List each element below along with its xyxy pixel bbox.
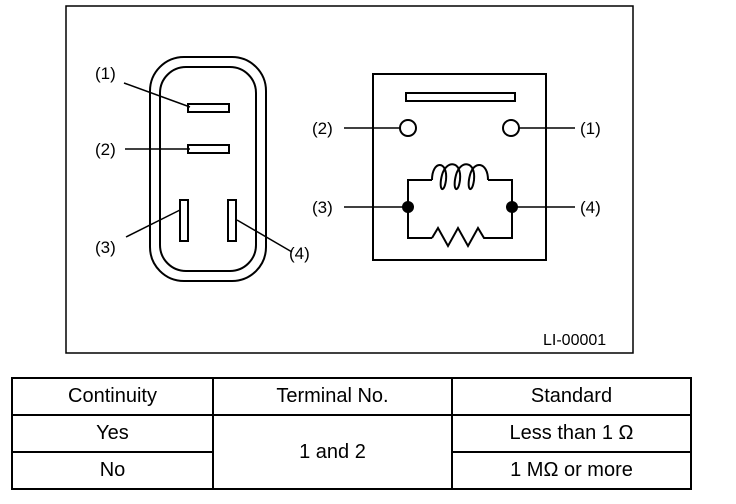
cell-standard-yes: Less than 1 Ω [451, 414, 692, 453]
relay-label-1: (1) [580, 119, 601, 138]
connector-view: (1) (2) (3) (4) [95, 56, 310, 282]
table-row: Yes 1 and 2 Less than 1 Ω [11, 414, 692, 490]
junction-dot-3 [402, 201, 414, 213]
figure-frame [65, 5, 634, 354]
coil-circuit-wire [407, 179, 513, 239]
leader-line-1 [123, 82, 191, 108]
header-standard: Standard [451, 377, 692, 416]
relay-body [372, 73, 547, 261]
cell-terminal-no: 1 and 2 [212, 414, 453, 490]
connector-pin-4 [227, 199, 237, 242]
table-row: No 1 MΩ or more [11, 451, 692, 490]
connector-inner-housing [159, 66, 257, 272]
connector-label-4: (4) [289, 244, 310, 263]
connector-label-2: (2) [95, 140, 116, 159]
relay-contact-bar [405, 92, 516, 102]
connector-label-3: (3) [95, 238, 116, 257]
relay-terminal-2 [399, 119, 417, 137]
relay-label-3: (3) [312, 198, 333, 217]
connector-pin-2 [187, 144, 230, 154]
leader-line-4 [236, 219, 293, 253]
figure-code: LI-00001 [543, 332, 606, 349]
cell-standard-no: 1 MΩ or more [451, 451, 692, 490]
relay-label-4: (4) [580, 198, 601, 217]
leader-line-3 [125, 209, 181, 238]
connector-pin-3 [179, 199, 189, 242]
connector-pin-1 [187, 103, 230, 113]
junction-dot-4 [506, 201, 518, 213]
coil-icon [431, 163, 489, 190]
relay-terminal-1 [502, 119, 520, 137]
header-terminal-no: Terminal No. [212, 377, 453, 416]
connector-outer-housing [149, 56, 267, 282]
header-continuity: Continuity [11, 377, 214, 416]
cell-continuity-yes: Yes [11, 414, 214, 453]
cell-continuity-no: No [11, 451, 214, 490]
relay-diagram: (1) (2) (3) (4) (2) (1) (3) (4) LI-00001 [65, 5, 634, 354]
table-header-row: Continuity Terminal No. Standard [11, 377, 692, 416]
continuity-table: Continuity Terminal No. Standard Yes 1 a… [11, 377, 692, 490]
resistor-icon [431, 225, 488, 249]
connector-label-1: (1) [95, 64, 116, 83]
relay-schematic: (2) (1) (3) (4) [312, 73, 601, 261]
relay-label-2: (2) [312, 119, 333, 138]
